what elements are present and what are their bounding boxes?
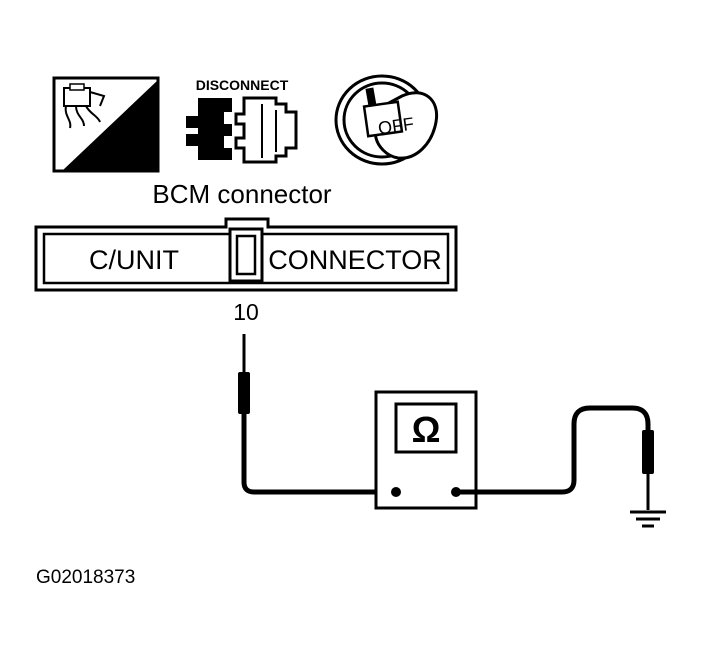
probe-left <box>238 334 250 472</box>
hs-label: H.S. <box>99 142 142 167</box>
ignition-key-off-icon: OFF <box>334 74 439 166</box>
probe-right <box>642 430 654 510</box>
meter-terminal-left <box>391 487 401 497</box>
lead-left <box>241 472 394 495</box>
ohmmeter: Ω <box>374 390 478 510</box>
connector-right-label: CONNECTOR <box>268 245 442 275</box>
figure-code: G02018373 <box>36 567 135 588</box>
lead-right <box>456 405 651 495</box>
connector-left-label: C/UNIT <box>89 245 179 275</box>
bcm-connector: C/UNIT CONNECTOR <box>34 217 458 292</box>
terminal-number: 10 <box>233 299 259 325</box>
ohm-symbol: Ω <box>412 409 441 450</box>
connector-title: BCM connector <box>152 179 332 209</box>
key-off-label: OFF <box>377 114 415 139</box>
disconnect-icon: DISCONNECT <box>186 77 298 164</box>
ground-icon <box>630 510 666 528</box>
disconnect-label: DISCONNECT <box>196 77 289 93</box>
harness-hs-icon: H.S. <box>52 76 160 173</box>
